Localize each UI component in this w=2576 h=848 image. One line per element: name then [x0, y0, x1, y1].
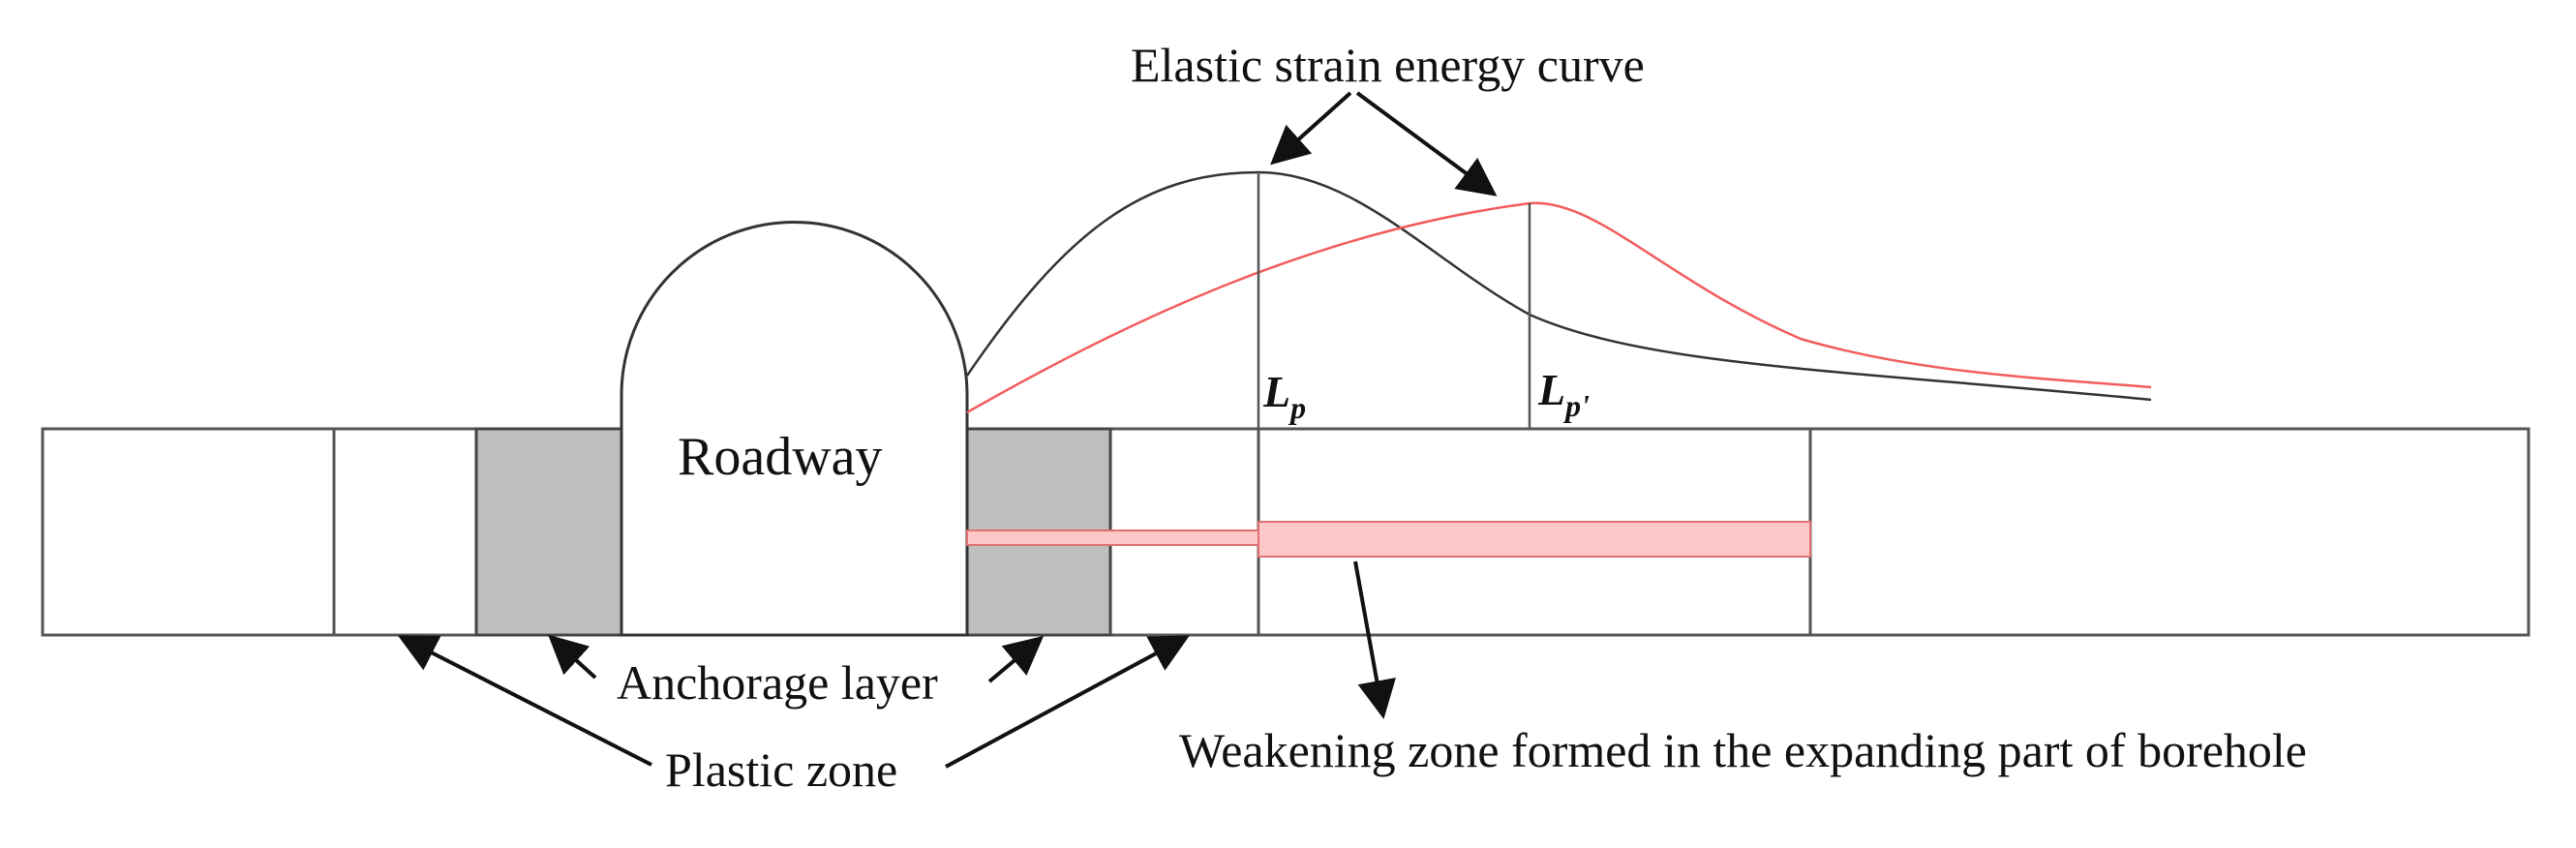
arrow-icon: [945, 635, 1191, 769]
elastic-strain-energy-curve-original: [965, 170, 2152, 402]
weakening-zone-label: Weakening zone formed in the expanding p…: [1179, 723, 2307, 777]
borehole-narrow-section: [966, 530, 1259, 546]
weakening-zone: [1258, 521, 1811, 558]
rock-strata-strip: [41, 427, 2531, 637]
arrow-icon: [397, 635, 652, 767]
arrow-icon: [1353, 560, 1396, 719]
plastic-zone-label: Plastic zone: [665, 742, 897, 797]
arrow-icon: [548, 634, 597, 680]
arrow-icon: [1355, 91, 1498, 197]
roadway-outline: [620, 221, 969, 637]
elastic-strain-energy-curve-shifted: [966, 201, 2152, 414]
curve-title: Elastic strain energy curve: [1131, 38, 1645, 92]
anchorage-layer-left: [474, 427, 623, 637]
roadway-label: Roadway: [678, 427, 883, 487]
anchorage-layer-label: Anchorage layer: [617, 655, 938, 710]
lp-label: Lp: [1262, 367, 1306, 425]
arrow-icon: [1270, 91, 1352, 166]
lp-prime-label: Lp': [1537, 365, 1590, 423]
arrow-icon: [987, 635, 1045, 683]
